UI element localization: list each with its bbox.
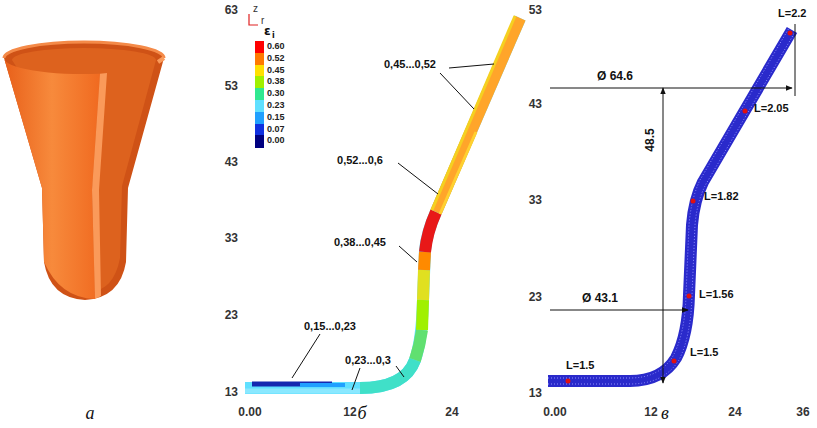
- axis-tick: 33: [225, 231, 238, 245]
- axis-name: r: [261, 15, 264, 26]
- axis-tick: 53: [529, 3, 542, 17]
- cup-3d: [4, 42, 164, 300]
- axis-tick: 53: [225, 79, 238, 93]
- thickness-value: L=2.05: [754, 102, 789, 114]
- dimension: Ø 64.6: [596, 69, 634, 83]
- dimension: 48.5: [643, 127, 657, 152]
- thickness-value: L=1.5: [566, 359, 594, 371]
- axis-tick: 24: [445, 405, 458, 419]
- color-swatch: [255, 124, 264, 136]
- panel-letter: а: [86, 403, 95, 424]
- legend-value: 0.38: [267, 77, 285, 87]
- axis-tick: 63: [225, 3, 238, 17]
- panel-letter: в: [661, 403, 669, 424]
- axis-tick: 24: [728, 405, 741, 419]
- color-swatch: [255, 41, 264, 53]
- axis-tick: 43: [225, 155, 238, 169]
- axis-tick: 23: [529, 290, 542, 304]
- color-swatch: [255, 53, 264, 65]
- thickness-value: L=1.5: [690, 346, 718, 358]
- axis-tick: 13: [225, 385, 238, 399]
- axis-marker: [249, 14, 258, 25]
- axis-tick: 33: [529, 193, 542, 207]
- axis-tick: 0.00: [238, 405, 261, 419]
- axis-tick: 43: [529, 97, 542, 111]
- thickness-value: L=2.2: [778, 7, 806, 19]
- legend-value: 0.23: [267, 101, 285, 111]
- strain-range: 0,45...0,52: [382, 58, 438, 70]
- color-swatch: [255, 135, 264, 147]
- color-swatch: [255, 100, 264, 112]
- legend-value: 0.30: [267, 89, 285, 99]
- thickness-value: L=1.56: [699, 288, 734, 300]
- axis-name: z: [253, 3, 258, 14]
- legend-value: 0.15: [267, 113, 285, 123]
- legend-value: 0.00: [267, 136, 285, 146]
- legend-value: 0.60: [267, 42, 285, 52]
- axis-tick: 36: [796, 405, 809, 419]
- axis-tick: 23: [225, 308, 238, 322]
- legend-value: 0.52: [267, 54, 285, 64]
- legend-value: 0.07: [267, 125, 285, 135]
- strain-profile: [245, 16, 520, 391]
- color-swatch: [255, 76, 264, 88]
- axis-tick: 12: [644, 405, 657, 419]
- dimension-lines: [550, 24, 795, 383]
- legend-title: i: [272, 31, 275, 40]
- leader-lines: [292, 64, 494, 390]
- dimension: Ø 43.1: [581, 291, 619, 305]
- color-swatch: [255, 112, 264, 124]
- strain-range: 0,38...0,45: [332, 236, 388, 248]
- panel-letter: б: [357, 403, 366, 424]
- thickness-value: L=1.82: [704, 190, 739, 202]
- mesh-profile: [548, 28, 795, 384]
- color-swatch: [255, 88, 264, 100]
- strain-range: 0,23...0,3: [343, 354, 393, 366]
- axis-tick: 13: [529, 386, 542, 400]
- axis-tick: 12: [343, 405, 356, 419]
- legend-title: ε: [264, 24, 271, 38]
- legend-value: 0.45: [267, 66, 285, 76]
- color-swatch: [255, 65, 264, 77]
- axis-tick: 0.00: [543, 405, 566, 419]
- strain-range: 0,52...0,6: [335, 154, 385, 166]
- strain-range: 0,15...0,23: [302, 320, 358, 332]
- thickness-points: [566, 31, 793, 384]
